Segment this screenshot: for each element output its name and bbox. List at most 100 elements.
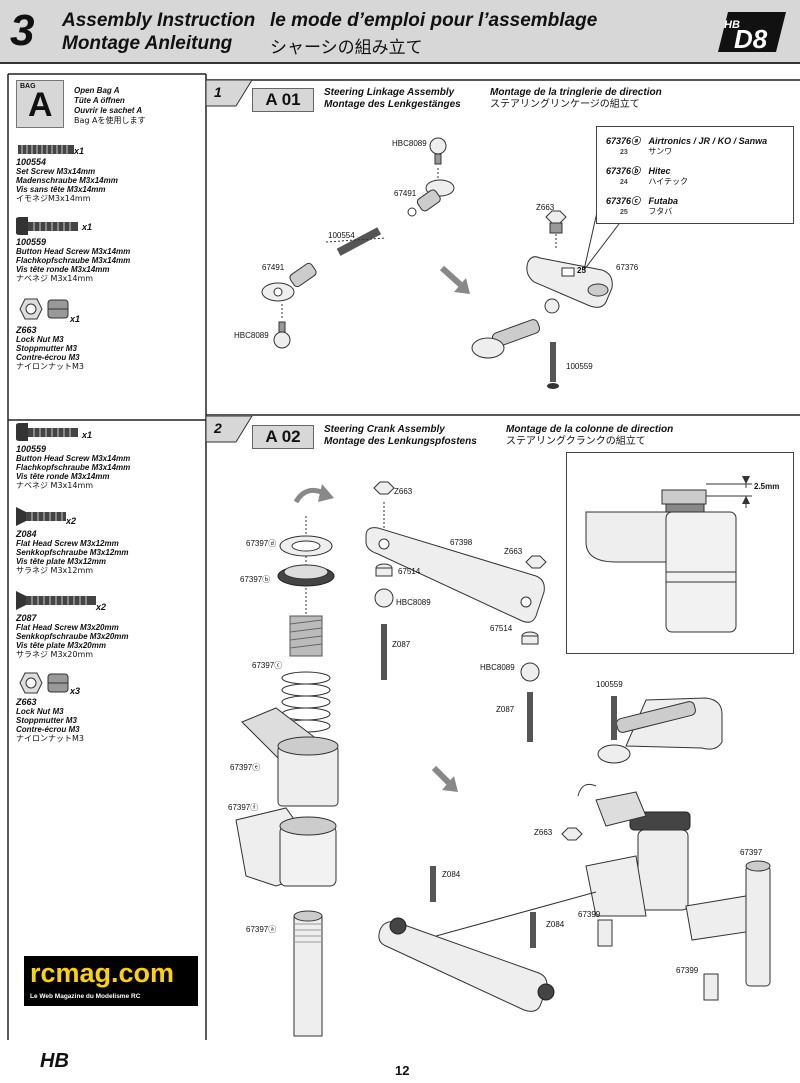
title-fr: le mode d’emploi pour l’assemblage [270, 10, 598, 31]
label-spacer: 67514 [398, 567, 421, 576]
part-qty: x3 [70, 686, 81, 696]
part-line: Lock Nut M3 [16, 335, 64, 344]
screw-icon [527, 692, 533, 742]
drag-link-icon [378, 917, 555, 1012]
part-line-jp: ナイロンナットM3 [16, 362, 84, 371]
part-qty: x1 [82, 430, 93, 440]
radio-option-code: 67376ⓑ [606, 166, 641, 176]
bag-letter: A [28, 86, 53, 124]
ball-stud-icon [544, 298, 560, 314]
page-number: 12 [395, 1063, 410, 1078]
part-line: Stoppmutter M3 [16, 716, 77, 725]
part-code: Z663 [16, 697, 37, 707]
lock-nut-icon [525, 555, 547, 569]
radio-option-jp: ハイテック [648, 177, 688, 186]
step-title-de: Montage des Lenkungspfostens [324, 436, 477, 447]
part-line-jp: サラネジ M3x20mm [16, 650, 94, 659]
label-screw: Z087 [392, 640, 411, 649]
part-code: 100559 [16, 444, 47, 454]
watermark-title: rcmag.com [30, 958, 175, 988]
bag-line: Open Bag A [74, 86, 120, 95]
servo-arm-mark: 25 [577, 266, 586, 275]
part-line-jp: ナイロンナットM3 [16, 734, 84, 743]
radio-option-num: 24 [620, 179, 628, 186]
radio-option-num: 25 [620, 209, 628, 216]
label-part: 67397ⓒ [252, 661, 283, 670]
part-line: Vis tête ronde M3x14mm [16, 472, 110, 481]
bag-line: Bag Aを使用します [74, 116, 146, 125]
label-spacer: 67514 [490, 624, 513, 633]
screw-icon [611, 696, 617, 740]
part-entry: Z663 Lock Nut M3 Stoppmutter M3 Contre-é… [16, 697, 84, 744]
part-entry: Z087 Flat Head Screw M3x20mm Senkkopfsch… [16, 614, 129, 660]
label-rod-end: 67491 [394, 189, 417, 198]
label-lock-nut: Z663 [394, 487, 413, 496]
lock-nut-icon [373, 481, 395, 495]
radio-option-code: 67376ⓐ [606, 136, 641, 146]
screw-icon [430, 866, 436, 902]
label-lock-nut: Z663 [536, 203, 555, 212]
spacer-icon [521, 631, 539, 645]
steering-post-icon [685, 860, 771, 987]
step-title-fr: Montage de la tringlerie de direction [490, 87, 662, 98]
gap-dimension-label: 2.5mm [754, 482, 780, 491]
lock-nut-icon [19, 672, 69, 694]
watermark-subtitle: Le Web Magazine du Modelisme RC [30, 993, 141, 1000]
footer-brand-logo: HB [40, 1050, 69, 1072]
page-header: 3 Assembly Instruction Montage Anleitung… [0, 0, 800, 64]
part-line: Flat Head Screw M3x20mm [16, 623, 119, 632]
crank-arm-icon [241, 707, 339, 807]
lock-nut-icon [19, 298, 69, 320]
knurled-ring-icon [279, 535, 333, 557]
part-entry: 100554 Set Screw M3x14mm Madenschraube M… [16, 157, 118, 204]
label-part: 67397ⓐ [246, 925, 277, 934]
radio-options-inset [596, 126, 794, 224]
radio-option-name: Airtronics / JR / KO / Sanwa [648, 136, 768, 146]
label-servo-arm: 67376 [616, 263, 639, 272]
spacer-icon [597, 919, 613, 947]
step-title-jp: ステアリングクランクの組立て [506, 436, 646, 447]
part-line: Vis tête plate M3x12mm [16, 557, 106, 566]
rod-end-icon [597, 744, 631, 764]
part-line: Stoppmutter M3 [16, 344, 77, 353]
servo-arm-icon [616, 697, 723, 750]
part-code: 100554 [16, 157, 47, 167]
screw-icon [530, 912, 536, 948]
rcmag-watermark: rcmag.com Le Web Magazine du Modelisme R… [24, 956, 198, 1006]
label-screw: Z084 [442, 870, 461, 879]
servo-arm-icon [526, 256, 613, 308]
bag-instructions: Open Bag A Tüte A öffnen Ouvrir le sache… [74, 86, 145, 126]
part-line: Vis tête plate M3x20mm [16, 641, 106, 650]
direction-arrow-icon [442, 776, 458, 792]
radio-option-name: Futaba [648, 196, 679, 206]
radio-option: 67376ⓐ Airtronics / JR / KO / Sanwa 23 サ… [606, 136, 767, 158]
part-line: Flachkopfschraube M3x14mm [16, 256, 131, 265]
brand-logo: HB D8 [712, 6, 792, 58]
label-hbc8089: HBC8089 [234, 331, 269, 340]
radio-option-jp: フタバ [648, 207, 673, 216]
lock-nut-icon [545, 210, 567, 234]
threaded-post-icon [293, 910, 323, 1037]
step-code-box: A 02 [252, 425, 314, 449]
step1-diagram [261, 137, 623, 389]
part-qty: x1 [82, 222, 93, 232]
title-jp: シャーシの組み立て [270, 38, 423, 58]
label-rod-end: 67491 [262, 263, 285, 272]
label-part: 67397ⓔ [230, 763, 261, 772]
label-spacer: 67399 [578, 910, 601, 919]
step-code-box: A 01 [252, 88, 314, 112]
label-hbc8089: HBC8089 [392, 139, 427, 148]
part-qty: x1 [74, 146, 85, 156]
label-part: 67397ⓓ [246, 539, 277, 548]
label-part: 67397ⓑ [240, 575, 271, 584]
step2-diagram [235, 481, 771, 1037]
direction-arrow-icon [454, 278, 470, 294]
part-code: 100559 [16, 237, 47, 247]
set-screw-icon [336, 227, 382, 256]
step-title-en: Steering Crank Assembly [324, 424, 445, 435]
label-screw: Z084 [546, 920, 565, 929]
step-tab [206, 80, 253, 107]
part-line: Set Screw M3x14mm [16, 167, 96, 176]
bag-line: Tüte A öffnen [74, 96, 125, 105]
